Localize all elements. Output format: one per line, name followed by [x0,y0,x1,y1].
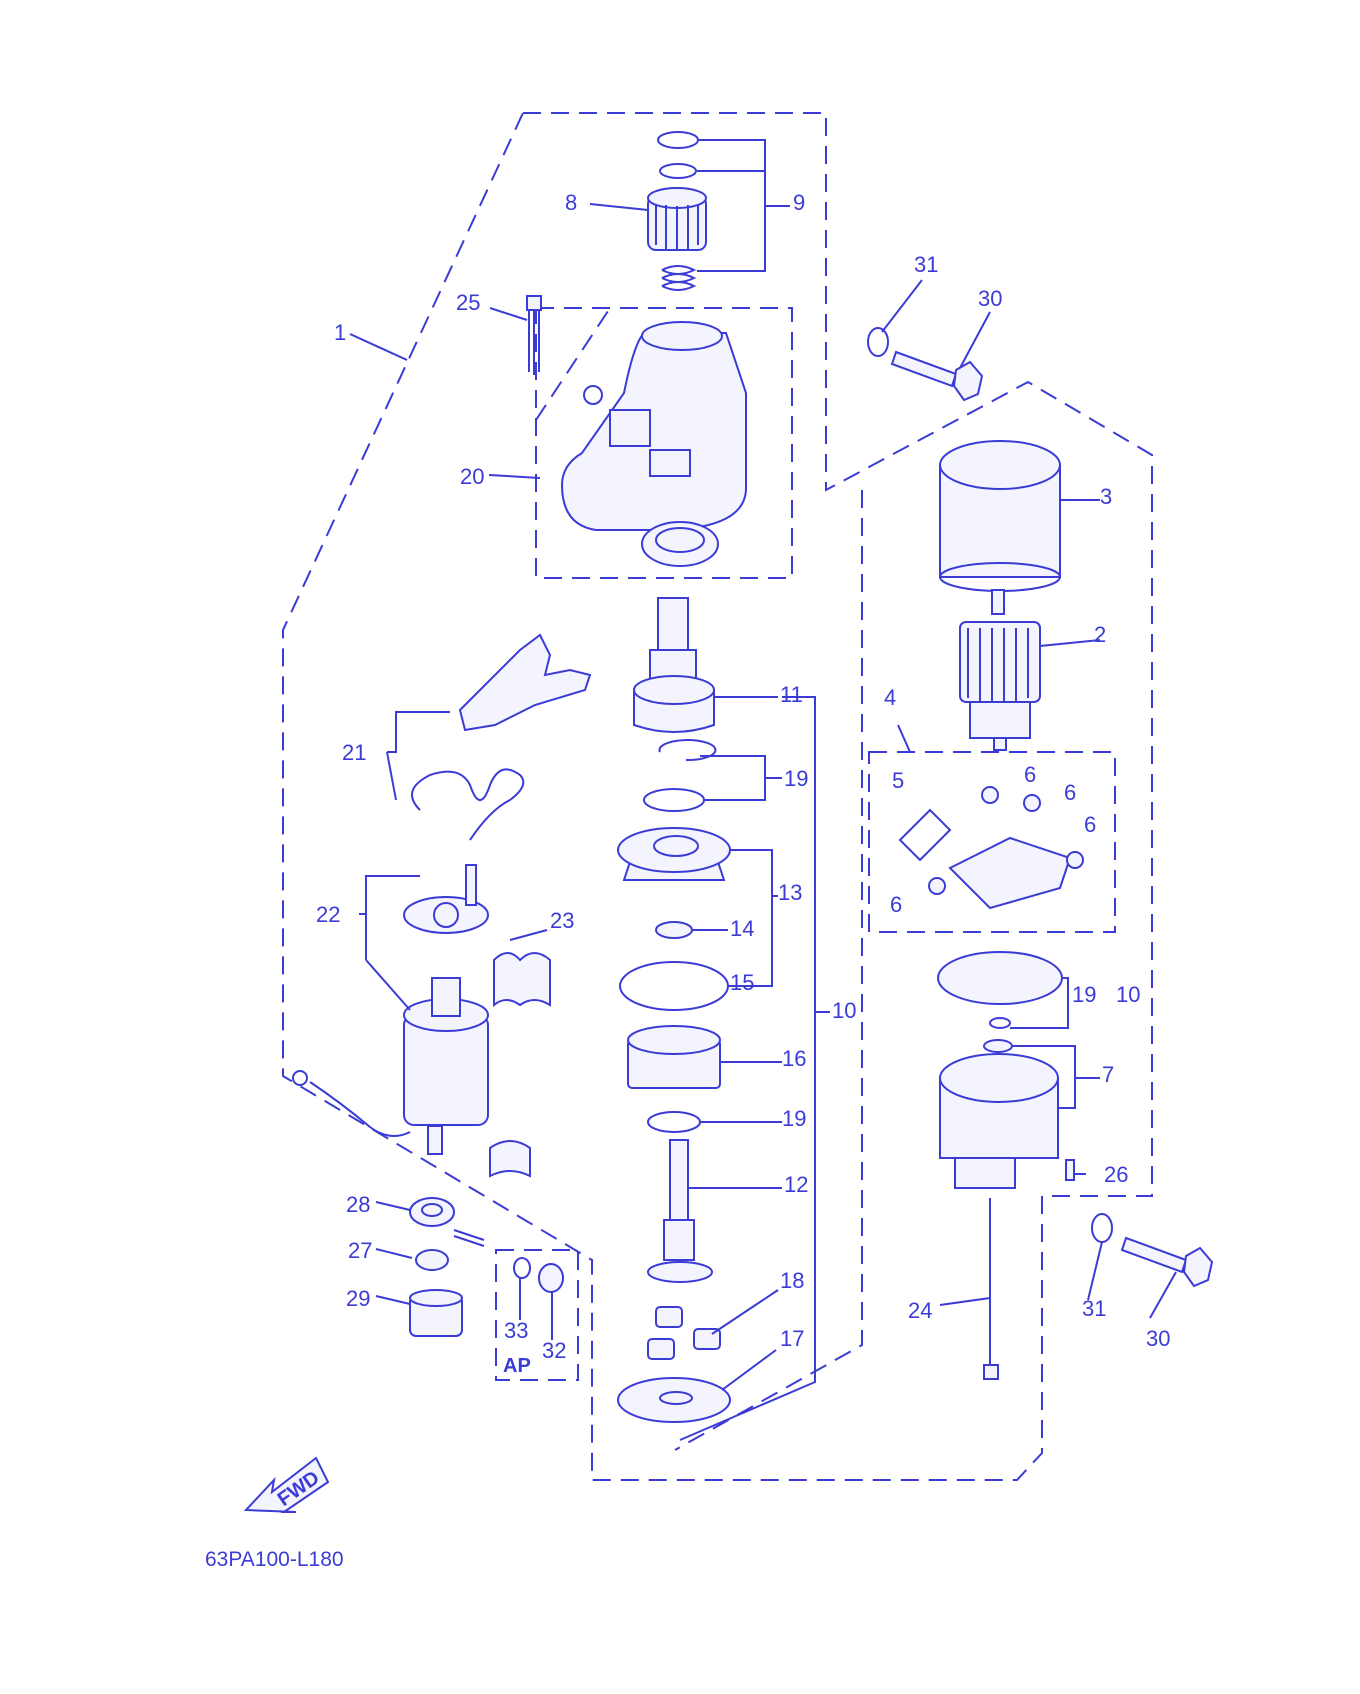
part-31-washer-bottom [1091,1213,1113,1243]
part-20-bearing [641,521,719,567]
assembly-boundary-ap [495,1249,579,1381]
assembly-boundary-4 [868,751,1116,933]
callout-20: 20 [460,464,484,489]
part-19-washer-top [643,788,705,812]
part-16-internal-gear [627,1025,721,1089]
assembly-boundary-20 [535,307,793,579]
callout-18: 18 [780,1268,804,1293]
callout-31b: 31 [1082,1296,1106,1321]
callout-14: 14 [730,916,754,941]
part-27-nut [415,1249,449,1271]
callout-7: 7 [1102,1062,1114,1087]
callout-19a: 19 [784,766,808,791]
callout-labels: 1 2 3 4 5 6 6 6 6 7 8 9 10 10 11 12 13 1… [205,190,1170,1571]
part-20-front-housing [560,321,747,531]
part-33-washer [513,1257,531,1279]
part-30-bolt-bottom [1120,1236,1214,1288]
callout-30a: 30 [978,286,1002,311]
callout-27: 27 [348,1238,372,1263]
part-19-plate-right [937,951,1063,1029]
part-18-planet-gears [647,1306,721,1360]
part-3-yoke [939,440,1061,592]
part-30-bolt-top [890,350,984,402]
callout-10b: 10 [1116,982,1140,1007]
callout-15: 15 [730,970,754,995]
callout-26: 26 [1104,1162,1128,1187]
callout-16: 16 [782,1046,806,1071]
callout-9: 9 [793,190,805,215]
callout-6b: 6 [1064,780,1076,805]
part-24-through-bolt [983,1198,999,1380]
callout-5: 5 [892,768,904,793]
part-19-snap-ring-top [658,739,717,762]
part-7-rear-cover [939,1039,1059,1189]
part-8-pinion-gear [647,187,707,251]
part-17-plate [617,1377,731,1423]
part-23-bushing [489,1140,531,1178]
part-26-screw [1065,1159,1075,1181]
callout-17: 17 [780,1326,804,1351]
part-31-washer-top [867,327,889,357]
callout-30b: 30 [1146,1326,1170,1351]
part-22-solenoid [292,864,489,1155]
callout-24: 24 [908,1298,932,1323]
callout-6d: 6 [890,892,902,917]
callout-23: 23 [550,908,574,933]
part-19-washer-bottom [647,1111,701,1133]
ap-label: AP [503,1355,531,1377]
callout-12: 12 [784,1172,808,1197]
assembly-boundary-20-top [535,307,611,421]
part-11-shaft-clutch [633,597,715,733]
part-14-bushing [655,921,693,939]
part-21-lever [411,633,592,841]
part-29-cap [409,1289,463,1337]
callout-8: 8 [565,190,577,215]
callout-6a: 6 [1024,762,1036,787]
callout-28: 28 [346,1192,370,1217]
callout-11: 11 [780,682,803,707]
callout-25: 25 [456,290,480,315]
callout-3: 3 [1100,484,1112,509]
part-28-terminal [409,1197,485,1247]
part-32-nut [538,1263,564,1293]
callout-31a: 31 [914,252,938,277]
part-15-gasket [619,961,729,1011]
callout-13: 13 [778,880,802,905]
assembly-boundary-10 [674,490,863,1451]
fwd-arrow-icon: FWD [243,1456,330,1513]
callout-19c: 19 [1072,982,1096,1007]
part-12-drive-shaft [647,1139,713,1283]
assembly-boundary-1 [282,112,1153,1481]
callout-22: 22 [316,902,340,927]
part-25-bolt [526,295,542,375]
callout-19b: 19 [782,1106,806,1131]
leader-lines [349,139,1177,1441]
callout-10a: 10 [832,998,856,1023]
callout-29: 29 [346,1286,370,1311]
diagram-code: 63PA100-L180 [205,1548,344,1571]
part-4-brush-holder [898,786,1084,910]
part-13-bracket [617,827,731,881]
callout-21: 21 [342,740,366,765]
callout-2: 2 [1094,622,1106,647]
callout-1: 1 [334,320,346,345]
part-2-armature [959,589,1041,751]
part-23-plunger [493,952,551,1008]
callout-4: 4 [884,685,896,710]
callout-32: 32 [542,1338,566,1363]
callout-33: 33 [504,1318,528,1343]
callout-6c: 6 [1084,812,1096,837]
